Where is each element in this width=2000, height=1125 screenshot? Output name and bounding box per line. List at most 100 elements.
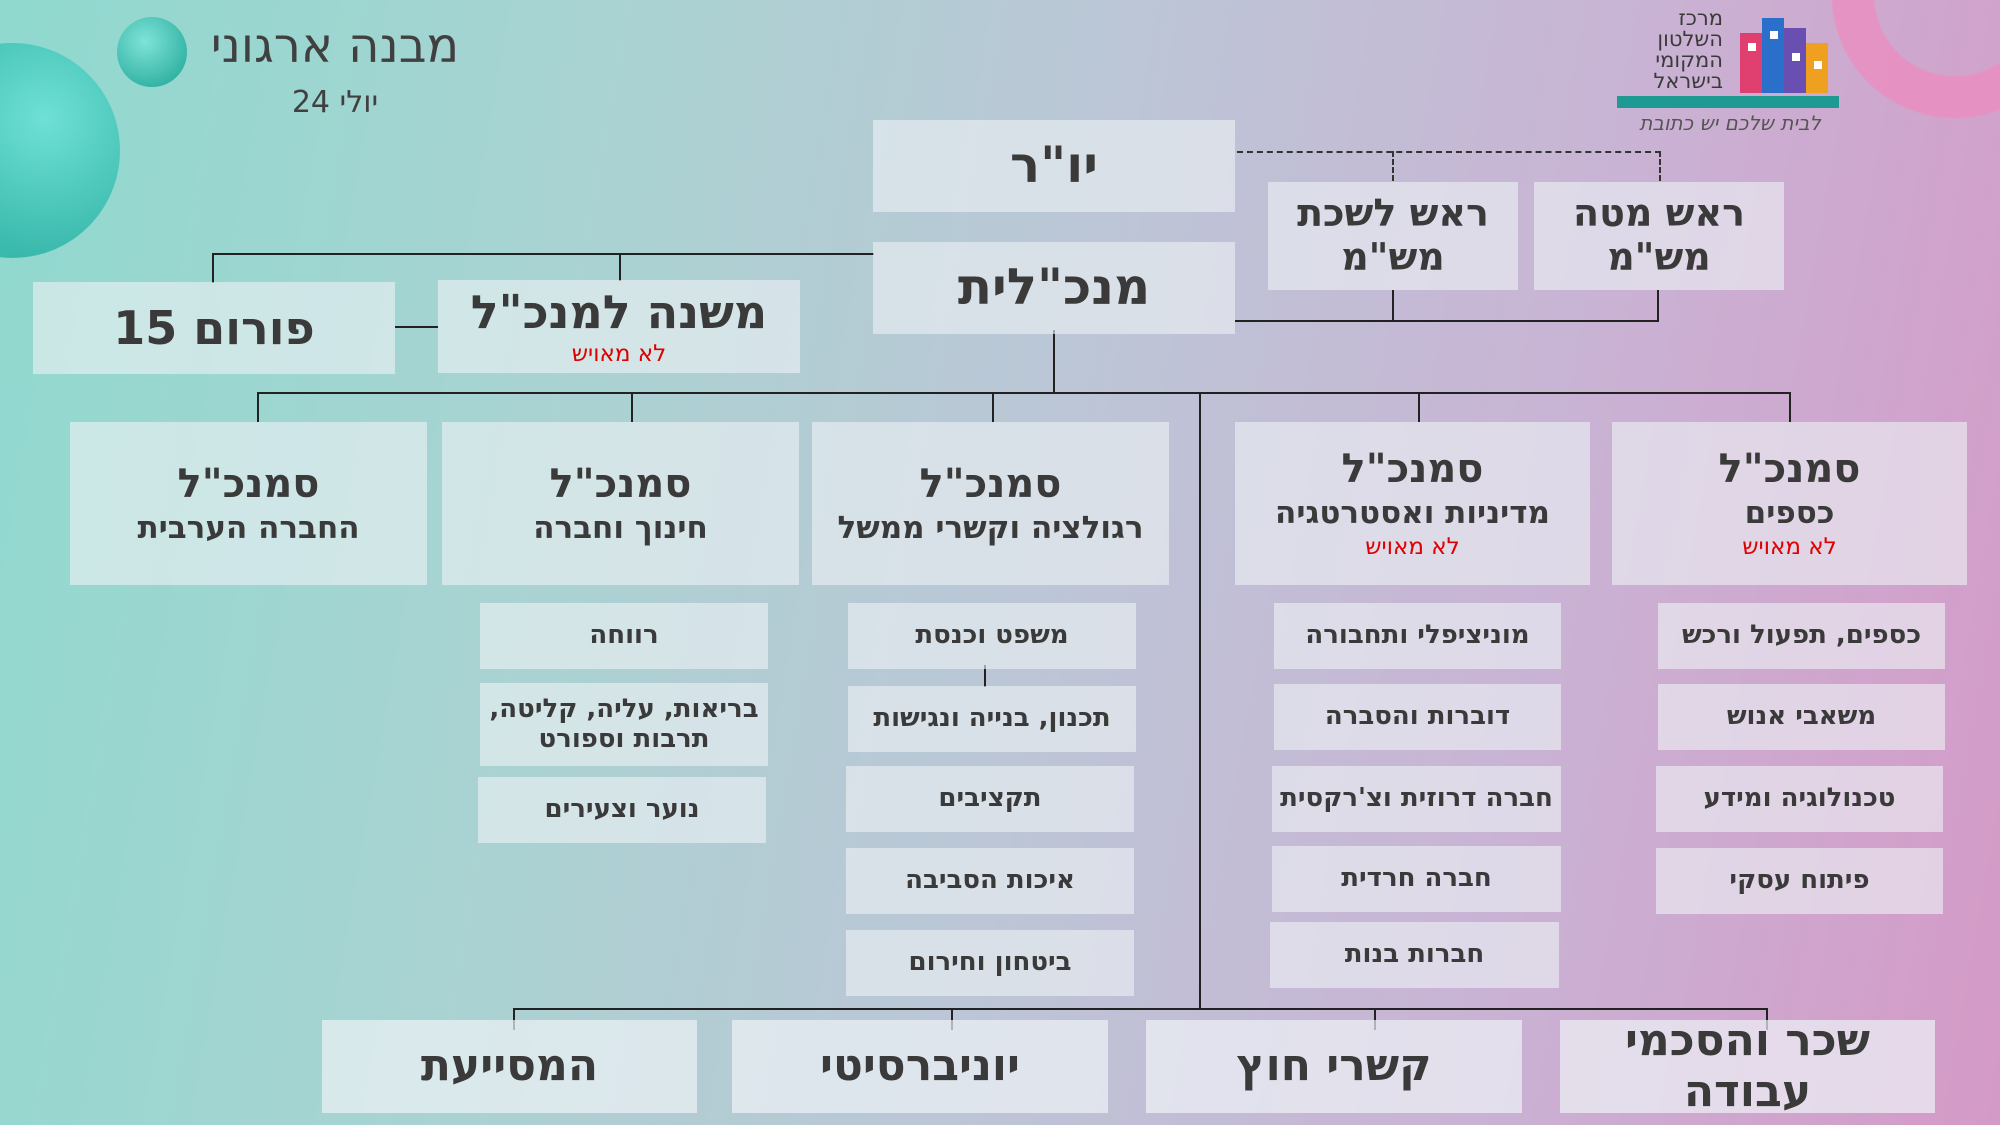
page-date: יולי 24 xyxy=(291,85,379,120)
logo-line: בישראל xyxy=(1653,69,1723,93)
bureau-head-box: ראש לשכת מש"מ xyxy=(1268,182,1518,290)
unit-box: איכות הסביבה xyxy=(846,848,1134,914)
division-subtitle: כספים xyxy=(1744,495,1835,532)
division-vacant-note: לא מאויש xyxy=(1365,534,1460,561)
division-title: סמנכ"ל xyxy=(1341,446,1484,493)
division-policy: סמנכ"ל מדיניות ואסטרטגיה לא מאויש xyxy=(1235,422,1590,585)
division-title: סמנכ"ל xyxy=(919,460,1062,507)
unit-box: מוניציפלי ותחבורה xyxy=(1274,603,1561,669)
unit-box: תכנון, בנייה ונגישות xyxy=(848,686,1136,752)
connector xyxy=(631,392,633,422)
bottom-unit-box: קשרי חוץ xyxy=(1146,1020,1522,1113)
division-subtitle: רגולציה וקשרי ממשל xyxy=(837,509,1144,546)
unit-box: משאבי אנוש xyxy=(1658,684,1945,750)
unit-label: משאבי אנוש xyxy=(1726,701,1877,732)
connector xyxy=(619,253,621,281)
unit-box: תקציבים xyxy=(846,766,1134,832)
logo-strip xyxy=(1617,96,1839,108)
unit-label: כספים, תפעול ורכש xyxy=(1681,620,1922,651)
unit-label: ביטחון וחירום xyxy=(908,947,1072,978)
logo-line: מרכז xyxy=(1678,6,1724,30)
unit-box: חברה דרוזית וצ'רקסית xyxy=(1272,766,1561,832)
division-subtitle: מדיניות ואסטרטגיה xyxy=(1275,495,1550,532)
logo: מרכז השלטון המקומי בישראל לבית שלכם יש כ… xyxy=(1615,8,1845,138)
connector xyxy=(513,1008,1768,1010)
bureau-head-label: ראש לשכת מש"מ xyxy=(1297,191,1489,279)
logo-slogan: לבית שלכם יש כתובת xyxy=(1639,111,1821,135)
connector xyxy=(984,665,986,687)
unit-label: רווחה xyxy=(589,620,659,651)
unit-label: תכנון, בנייה ונגישות xyxy=(873,703,1111,734)
connector xyxy=(212,253,214,283)
dashed-connector xyxy=(1392,151,1394,181)
logo-line: המקומי xyxy=(1655,48,1723,72)
staff-head-label: ראש מטה מש"מ xyxy=(1572,191,1745,279)
bottom-unit-label: יוניברסיטי xyxy=(820,1040,1020,1092)
unit-box: חברה חרדית xyxy=(1272,846,1561,912)
dashed-connector xyxy=(1237,151,1661,153)
unit-label: תקציבים xyxy=(938,783,1042,814)
unit-label: נוער וצעירים xyxy=(544,794,700,825)
connector xyxy=(257,392,1791,394)
unit-label: חברה דרוזית וצ'רקסית xyxy=(1280,783,1553,814)
unit-label: חברה חרדית xyxy=(1341,863,1492,894)
division-arab-society: סמנכ"ל החברה הערבית xyxy=(70,422,427,585)
connector xyxy=(992,392,994,422)
connector xyxy=(1374,1008,1376,1030)
unit-label: בריאות, עליה, קליטה, תרבות וספורט xyxy=(489,693,759,754)
connector xyxy=(1199,392,1201,1010)
bottom-unit-label: המסייעת xyxy=(420,1040,599,1092)
staff-head-box: ראש מטה מש"מ xyxy=(1534,182,1784,290)
deputy-box: משנה למנכ"ל לא מאויש xyxy=(438,280,800,373)
division-education: סמנכ"ל חינוך וחברה xyxy=(442,422,799,585)
unit-box: פיתוח עסקי xyxy=(1656,848,1943,914)
unit-box: משפט וכנסת xyxy=(848,603,1136,669)
unit-label: משפט וכנסת xyxy=(915,620,1069,651)
connector xyxy=(212,253,874,255)
connector xyxy=(1053,330,1055,392)
dashed-connector xyxy=(1659,151,1661,181)
connector xyxy=(1766,1008,1768,1030)
forum-box: פורום 15 xyxy=(33,282,395,374)
unit-box: טכנולוגיה ומידע xyxy=(1656,766,1943,832)
forum-label: פורום 15 xyxy=(113,300,315,355)
unit-box: רווחה xyxy=(480,603,768,669)
decorative-ring xyxy=(1820,0,2000,130)
bottom-unit-label: שכר והסכמי עבודה xyxy=(1624,1014,1871,1117)
deputy-label: משנה למנכ"ל xyxy=(470,284,768,339)
director-box: מנכ"לית xyxy=(873,242,1235,334)
unit-box: חברות בנות xyxy=(1270,922,1559,988)
division-title: סמנכ"ל xyxy=(549,460,692,507)
connector xyxy=(257,392,259,422)
unit-label: איכות הסביבה xyxy=(905,865,1075,896)
connector xyxy=(1657,290,1659,322)
connector xyxy=(513,1008,515,1030)
division-title: סמנכ"ל xyxy=(1718,446,1861,493)
connector xyxy=(1789,392,1791,422)
bottom-unit-box: יוניברסיטי xyxy=(732,1020,1108,1113)
bottom-unit-box: המסייעת xyxy=(322,1020,697,1113)
unit-box: נוער וצעירים xyxy=(478,777,766,843)
division-subtitle: חינוך וחברה xyxy=(533,509,708,546)
decorative-circle-large xyxy=(0,43,120,258)
chair-label: יו"ר xyxy=(1009,136,1099,195)
unit-box: כספים, תפעול ורכש xyxy=(1658,603,1945,669)
division-subtitle: החברה הערבית xyxy=(137,509,360,546)
unit-box: ביטחון וחירום xyxy=(846,930,1134,996)
page-title: מבנה ארגוני xyxy=(210,18,460,74)
logo-text: מרכז השלטון המקומי בישראל xyxy=(1623,8,1723,92)
connector xyxy=(395,326,438,328)
division-regulation: סמנכ"ל רגולציה וקשרי ממשל xyxy=(812,422,1169,585)
connector xyxy=(951,1008,953,1030)
decorative-circle-small xyxy=(117,17,187,87)
director-label: מנכ"לית xyxy=(957,258,1151,317)
unit-box: דוברות והסברה xyxy=(1274,684,1561,750)
unit-label: טכנולוגיה ומידע xyxy=(1703,783,1896,814)
unit-box: בריאות, עליה, קליטה, תרבות וספורט xyxy=(480,683,768,766)
bottom-unit-box: שכר והסכמי עבודה xyxy=(1560,1015,1935,1116)
unit-label: מוניציפלי ותחבורה xyxy=(1305,620,1530,651)
connector xyxy=(1392,290,1394,320)
division-finance: סמנכ"ל כספים לא מאויש xyxy=(1612,422,1967,585)
unit-label: חברות בנות xyxy=(1344,939,1485,970)
